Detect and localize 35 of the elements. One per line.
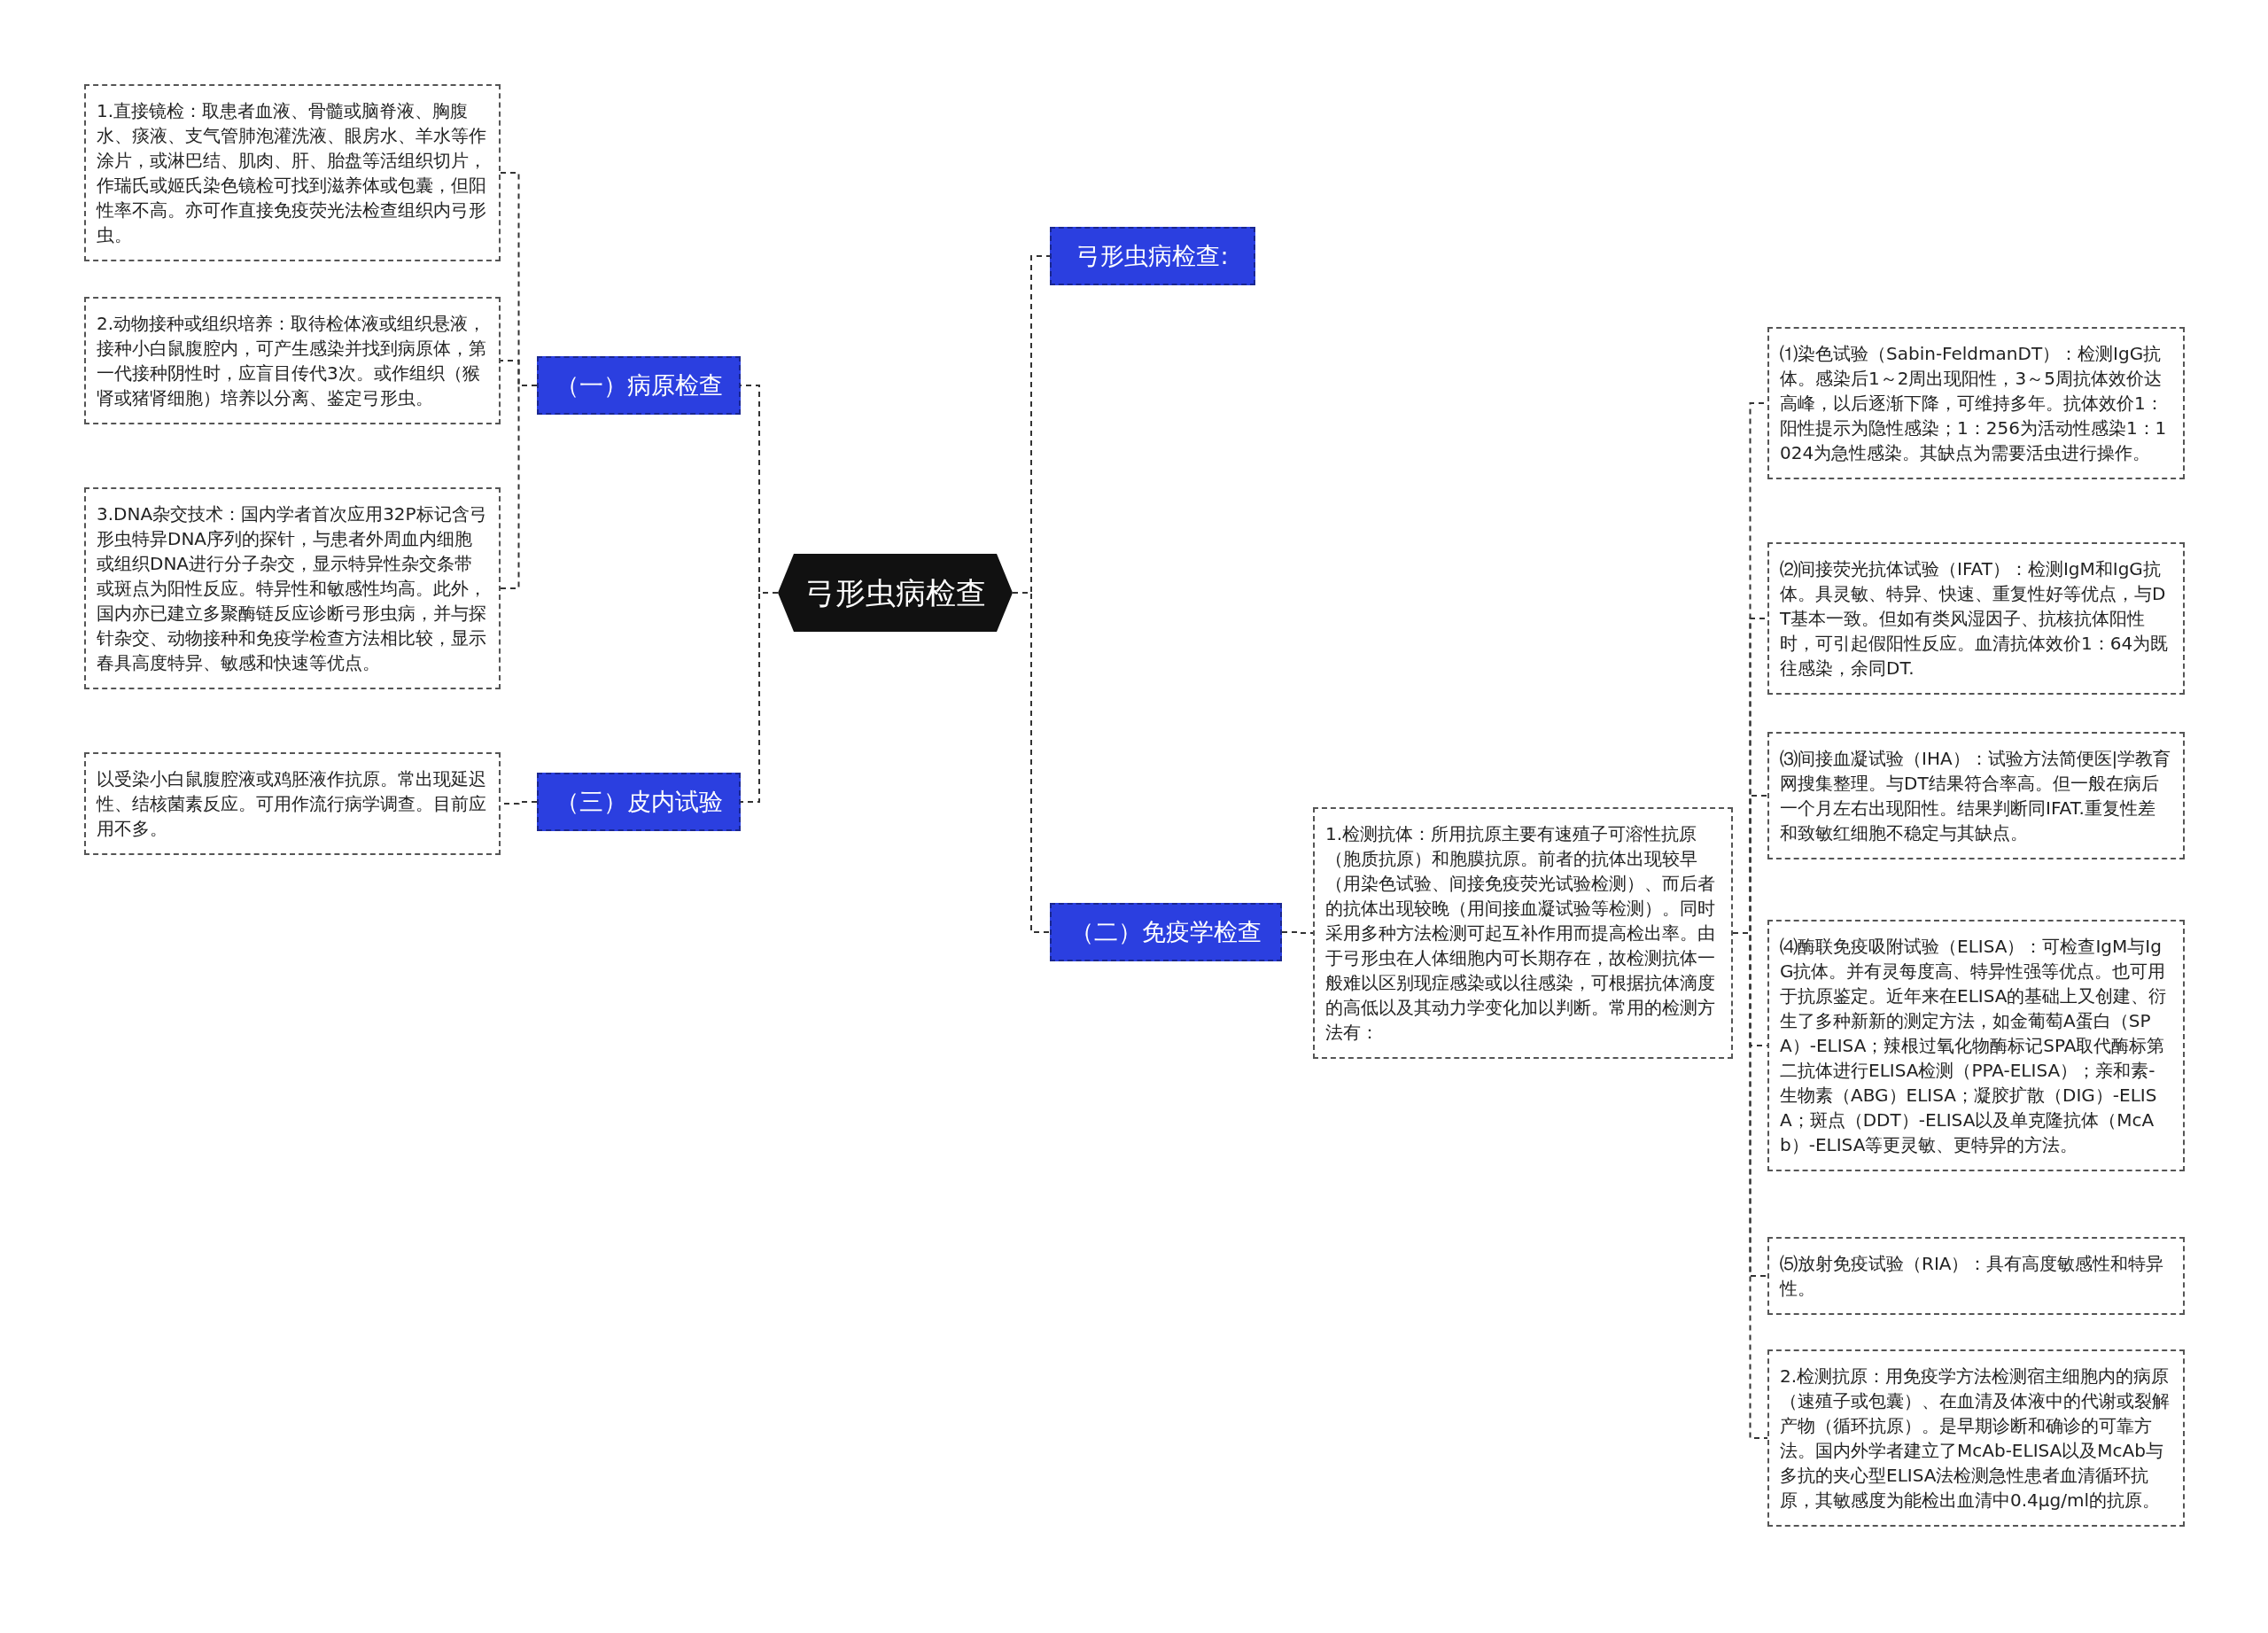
note-text: 以受染小白鼠腹腔液或鸡胚液作抗原。常出现延迟性、结核菌素反应。可用作流行病学调查。目前应用不多。: [97, 767, 487, 841]
note-box: [1767, 327, 2185, 479]
note-box: [1767, 542, 2185, 695]
note-text: ⑵间接荧光抗体试验（IFAT）：检测IgM和IgG抗体。具灵敏、特异、快速、重复性好等优点，与DT基本一致。但如有类风湿因子、抗核抗体阳性时，可引起假阳性反应。血清抗体效价1：64为既往感染，余同DT.: [1780, 557, 2170, 680]
note-box: [84, 752, 501, 855]
root-node: [778, 554, 1013, 632]
node-title: （一）病原检查: [555, 369, 723, 400]
note-text: 1.直接镜检：取患者血液、骨髓或脑脊液、胸腹水、痰液、支气管肺泡灌洗液、眼房水、羊水等作涂片，或淋巴结、肌肉、肝、胎盘等活组织切片，作瑞氏或姬氏染色镜检可找到滋养体或包囊，但阳性率不高。亦可作直接免疫荧光法检查组织内弓形虫。: [97, 99, 487, 247]
node-title: （三）皮内试验: [555, 786, 723, 817]
node-title: 弓形虫病检查: [804, 573, 986, 612]
note-box: [1767, 732, 2185, 859]
topic-box: [537, 773, 741, 831]
note-text: 3.DNA杂交技术：国内学者首次应用32P标记含弓形虫特异DNA序列的探针，与患者外周血内细胞或组织DNA进行分子杂交，显示特异性杂交条带或斑点为阳性反应。特异性和敏感性均高。此外，国内亦已建立多聚酶链反应诊断弓形虫病，并与探针杂交、动物接种和免疫学检查方法相比较，显示春具高度特异、敏感和快速等优点。: [97, 502, 488, 675]
note-text: 2.检测抗原：用免疫学方法检测宿主细胞内的病原（速殖子或包囊）、在血清及体液中的代谢或裂解产物（循环抗原）。是早期诊断和确诊的可靠方法。国内外学者建立了McAb-ELISA以及McAb与多抗的夹心型ELISA法检测急性患者血清循环抗原，其敏感度为能检出血清中0.4μg/ml的抗原。: [1780, 1365, 2171, 1512]
note-box: [1767, 920, 2185, 1171]
node-title: 弓形虫病检查:: [1076, 240, 1229, 271]
note-box: [1313, 807, 1733, 1059]
topic-box: [1050, 903, 1282, 961]
note-text: ⑶间接血凝试验（IHA）：试验方法简便医|学教育网搜集整理。与DT结果符合率高。但一般在病后一个月左右出现阳性。结果判断同IFAT.重复性差和致敏红细胞不稳定与其缺点。: [1780, 747, 2172, 845]
note-box: [84, 297, 501, 424]
note-box: [1767, 1349, 2185, 1527]
note-text: ⑴染色试验（Sabin-FeldmanDT）：检测IgG抗体。感染后1～2周出现阳性，3～5周抗体效价达高峰，以后逐渐下降，可维持多年。抗体效价1：阳性提示为隐性感染；1：256为活动性感染1：1024为急性感染。其缺点为需要活虫进行操作。: [1780, 342, 2168, 465]
connector-line: [740, 592, 779, 803]
connector-line: [1281, 931, 1314, 934]
note-text: 2.动物接种或组织培养：取待检体液或组织悬液，接种小白鼠腹腔内，可产生感染并找到病原体，第一代接种阴性时，应盲目传代3次。或作组织（猴肾或猪肾细胞）培养以分离、鉴定弓形虫。: [97, 312, 487, 410]
note-text: ⑷酶联免疫吸附试验（ELISA）：可检查IgM与IgG抗体。并有灵每度高、特异性强等优点。也可用于抗原鉴定。近年来在ELISA的基础上又创建、衍生了多种新新的测定方法，如金葡萄A蛋白（SPA）-ELISA；辣根过氧化物酶标记SPA取代酶标第二抗体进行ELISA检测（PPA-ELISA）；亲和素-生物素（ABG）ELISA；凝胶扩散（DIG）-ELISA；斑点（DDT）-ELISA以及单克隆抗体（McAb）-ELISA等更灵敏、更特异的方法。: [1780, 935, 2168, 1157]
topic-box: [1050, 227, 1255, 285]
note-box: [1767, 1237, 2185, 1315]
topic-box: [537, 356, 741, 415]
connector-line: [500, 385, 538, 589]
note-text: 1.检测抗体：所用抗原主要有速殖子可溶性抗原（胞质抗原）和胞膜抗原。前者的抗体出现较早（用染色试验、间接免疫荧光试验检测）、而后者的抗体出现较晚（用间接血凝试验等检测）。同时采用多种方法检测可起互补作用而提高检出率。由于弓形虫在人体细胞内可长期存在，故检测抗体一般难以区别现症感染或以往感染，可根据抗体滴度的高低以及其动力学变化加以判断。常用的检测方法有：: [1325, 822, 1716, 1045]
note-text: ⑸放射免疫试验（RIA）：具有高度敏感性和特异性。: [1780, 1252, 2165, 1301]
note-box: [84, 487, 501, 689]
note-box: [84, 84, 501, 261]
node-title: （二）免疫学检查: [1070, 916, 1262, 947]
